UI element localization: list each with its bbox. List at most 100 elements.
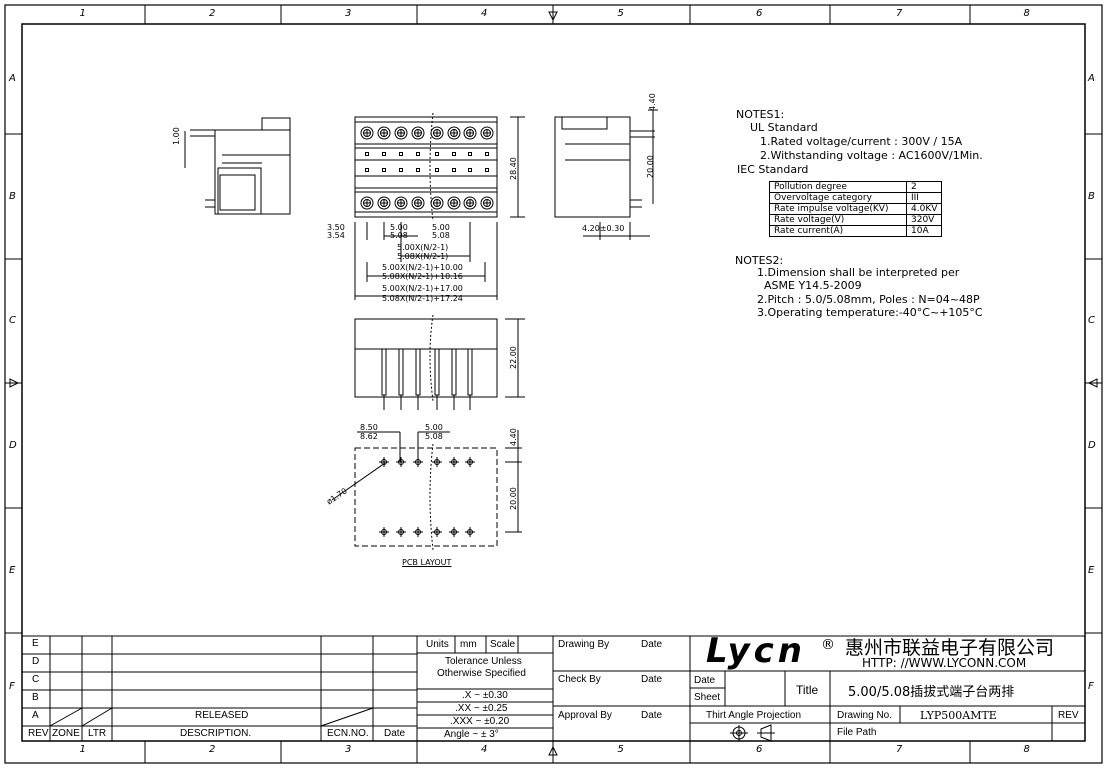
top-view [354,112,525,300]
notes2-line-3: 2.Pitch : 5.0/5.08mm, Poles : N=04~48P [757,293,980,306]
rev-row-D: D [32,656,40,667]
check-by-date: Date [641,674,663,685]
tolerance-xx: .XX ~ ±0.25 [455,703,508,714]
hdr-date: Date [384,728,406,739]
rev-row-B: B [32,692,39,703]
released-text: RELEASED [195,710,249,721]
dim-span-3: 5.00X(N/2-1)+10.00 [382,263,463,272]
zone-col-8-top: 8 [1023,8,1030,19]
date-label: Date [694,675,716,686]
zone-col-7-top: 7 [896,8,903,19]
table-row: Rate current(A)10A [769,225,943,237]
pcb-hole-icon [449,527,459,537]
zone-col-4-bottom: 4 [481,744,488,755]
tolerance-line-2: Otherwise Specified [437,668,526,679]
tolerance-angle: Angle ~ ± 3° [444,729,499,740]
units-mm: mm [460,639,477,650]
dim-right-440: 4.40 [648,93,657,111]
dim-pcb-500: 5.00 [425,423,443,432]
pin-square [435,168,439,172]
table-row: Rate voltage(V)320V [769,214,943,226]
pcb-hole-icon [396,457,406,467]
dim-pitch-b2: 5.08 [432,231,450,240]
screw-icon [411,126,425,140]
screw-icon [463,196,477,210]
screw-icon [480,126,494,140]
pcb-hole-icon [432,527,442,537]
zone-row-F-left: F [9,681,15,692]
zone-row-D-left: D [9,439,17,451]
zone-row-A-right: A [1088,73,1095,84]
units-label: Units [426,639,449,650]
screw-icon [463,126,477,140]
drawing-by-label: Drawing By [558,639,610,650]
dim-pitch-a2: 5.08 [390,231,408,240]
screw-icon [447,196,461,210]
registered-mark: ® [821,637,835,653]
dim-left-354: 3.54 [327,231,345,240]
zone-col-6-bottom: 6 [756,744,763,755]
notes2-line-4: 3.Operating temperature:-40°C~+105°C [757,306,983,319]
pin [398,348,404,396]
pin-square [452,168,456,172]
screw-icon [430,196,444,210]
approval-by-date: Date [641,710,663,721]
zone-row-D-right: D [1088,439,1096,451]
pin [381,348,387,396]
front-view [354,314,525,410]
pcb-hole-icon [396,527,406,537]
zone-col-3-bottom: 3 [345,744,352,755]
drawing-no-value: LYP500AMTE [920,709,997,722]
pin [415,348,421,396]
pin-square [452,152,456,156]
hdr-description: DESCRIPTION. [180,728,252,739]
screw-icon [360,126,374,140]
pcb-hole-icon [413,527,423,537]
notes1-heading: NOTES1: [736,108,785,121]
notes2-line-1: 1.Dimension shall be interpreted per [757,266,960,279]
dim-pitch-a1: 5.00 [390,223,408,232]
pin-square [365,168,369,172]
screw-icon [394,196,408,210]
zone-col-1-bottom: 1 [79,744,86,755]
drawing-no-label: Drawing No. [837,710,893,721]
dim-span-4: 5.08X(N/2-1)+10.16 [382,272,463,281]
pin-square [485,168,489,172]
zone-col-1-top: 1 [79,8,86,19]
dim-pcb-440: 4.40 [509,428,518,446]
rev-row-E: E [32,638,39,649]
screw-icon [394,126,408,140]
pin-square [399,168,403,172]
screw-icon [377,126,391,140]
dim-front-2200: 22.00 [509,346,518,369]
zone-col-4-top: 4 [481,8,488,19]
notes1-line-2: 2.Withstanding voltage : AC1600V/1Min. [760,149,983,162]
pin-square [399,152,403,156]
company-logo: Lycn [706,631,806,671]
zone-row-B-left: B [9,190,16,202]
dim-span-1: 5.00X(N/2-1) [397,243,449,252]
pcb-hole-icon [432,457,442,467]
zone-col-6-top: 6 [756,8,763,19]
zone-col-2-bottom: 2 [209,744,216,755]
dim-right-420: 4.20±0.30 [582,224,625,233]
approval-by-label: Approval By [558,710,612,721]
dim-span-2: 5.08X(N/2-1) [397,252,449,261]
scale-label: Scale [490,639,516,650]
company-name: 惠州市联益电子有限公司 [845,637,1055,659]
hdr-zone: ZONE [52,728,80,739]
screw-icon [377,196,391,210]
pin-square [435,152,439,156]
zone-row-E-left: E [9,564,16,576]
title-label: Title [796,683,819,697]
zone-col-5-bottom: 5 [617,744,624,755]
hdr-rev: REV [28,728,49,739]
projection-symbol-icon [730,724,775,742]
pin-square [382,152,386,156]
file-path-label: File Path [837,727,877,738]
dim-span-6: 5.08X(N/2-1)+17.24 [382,294,463,303]
pcb-hole-icon [449,457,459,467]
